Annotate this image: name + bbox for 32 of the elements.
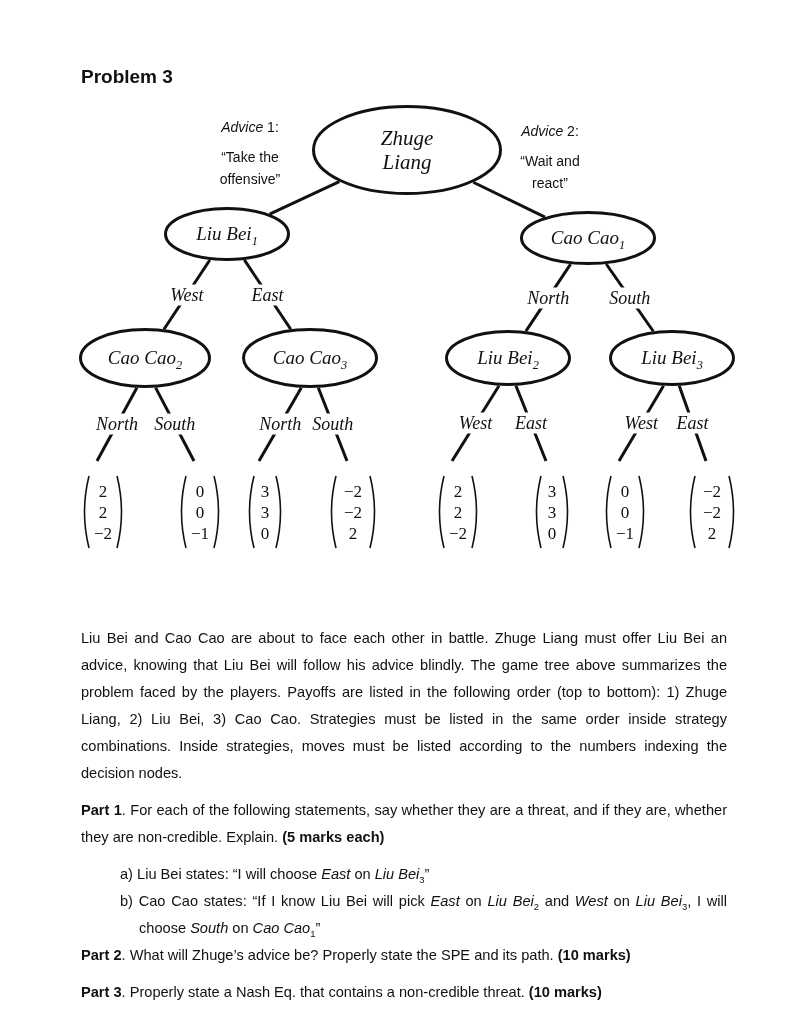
payoff-vector: −2 −2 2	[687, 475, 737, 549]
payoff-vector: 0 0 −1	[603, 475, 647, 549]
payoff-vector: 2 2 −2	[436, 475, 480, 549]
payoff-vector: 0 0 −1	[178, 475, 222, 549]
tree-branch	[268, 180, 340, 216]
decision-node: Liu Bei$_{2}$	[445, 330, 571, 386]
question-paragraph: Part 3. Properly state a Nash Eq. that contains a non-credible threat. (10 marks)	[81, 983, 603, 1002]
decision-node: Liu Bei$_{1}$	[164, 207, 290, 261]
advice-heading: Advice 2:	[520, 122, 580, 141]
tree-branch	[472, 180, 546, 219]
payoff-vector: 3 3 0	[533, 475, 571, 549]
question-item: a) Liu Bei states: “I will choose East on Liu Bei$_{3}$”	[119, 865, 431, 887]
decision-node: Cao Cao$_{2}$	[79, 328, 211, 388]
question-paragraph: Part 2. What will Zhuge’s advice be? Properly state the SPE and its path. (10 marks)	[81, 946, 632, 965]
edge-label: North	[92, 413, 141, 435]
problem-paragraph: Liu Bei and Cao Cao are about to face each other in battle. Zhuge Liang must offer Liu Bei an advice, knowing that Liu Bei will follow his advice blindly. The game tree above summarizes the problem faced by the players. Payoffs are listed in the following order (top to bottom): 1) Zhuge Liang, 2) Liu Bei, 3) Cao Cao. Strategies must be listed in the same order inside strategy combinations. Inside strategies, moves must be listed according to the numbers indexing the decision nodes.	[81, 629, 727, 783]
question-item: b) Cao Cao states: “If I know Liu Bei will pick East on Liu Bei$_{2}$ and West on Liu Bei$_{3}$, I will choose South on Cao Cao$_{1}$”	[119, 892, 727, 941]
advice-heading: Advice 1:	[220, 118, 280, 137]
payoff-vector: −2 −2 2	[328, 475, 378, 549]
decision-node: Zhuge Liang	[312, 105, 502, 195]
decision-node: Liu Bei$_{3}$	[609, 330, 735, 386]
edge-label: East	[511, 412, 550, 434]
question-paragraph: Part 1. For each of the following statements, say whether they are a threat, and if they are, whether they are non-credible. Explain. (5 marks each)	[81, 801, 727, 847]
payoff-vector: 3 3 0	[246, 475, 284, 549]
decision-node: Cao Cao$_{3}$	[242, 328, 378, 388]
payoff-vector: 2 2 −2	[81, 475, 125, 549]
decision-node: Cao Cao$_{1}$	[520, 211, 656, 265]
advice-quote: “Take the offensive”	[218, 148, 282, 189]
edge-label: East	[248, 284, 287, 306]
edge-label: East	[673, 412, 712, 434]
title: Problem 3	[81, 66, 173, 88]
advice-quote: “Wait and react”	[519, 152, 581, 193]
